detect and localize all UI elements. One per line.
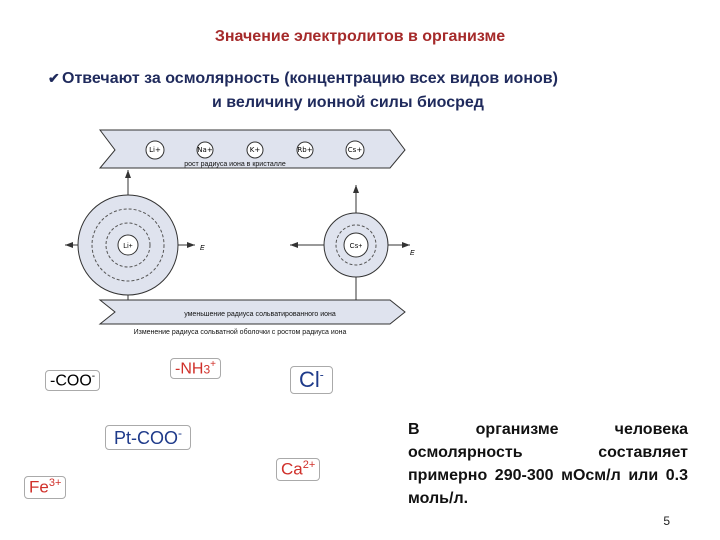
ion-coo: -COO- (45, 370, 101, 392)
top-ion-row: Li+ Na+ K+ Rb+ Cs+ (145, 140, 365, 160)
ion-cl-text: Cl (299, 367, 320, 392)
slide-title: Значение электролитов в организме (214, 28, 506, 45)
ion-li-label: Li+ (149, 146, 161, 154)
right-solvated-ion: Cs+ E (290, 185, 415, 310)
ion-cs-label: Cs+ (348, 146, 363, 154)
ion-coo-charge: - (91, 371, 96, 382)
right-e-label: E (410, 250, 415, 257)
ion-na-label: Na+ (197, 146, 213, 154)
ion-ca-text: Ca (281, 459, 303, 479)
left-solvated-ion: Li+ E (65, 170, 205, 310)
ion-fe-charge: 3+ (48, 477, 62, 489)
ion-nh3: -NH3+ (170, 358, 221, 380)
bullet-line-1: Отвечают за осмолярность (концентрацию в… (62, 70, 558, 87)
ion-ca-charge: 2+ (302, 459, 316, 471)
bullet-line-2: и величину ионной силы биосред (212, 94, 484, 111)
ion-ptcoo-text: Pt-COO (114, 428, 179, 448)
left-e-label: E (200, 245, 205, 252)
left-center-ion-label: Li+ (123, 243, 133, 250)
bottom-arrow-caption: уменьшение радиуса сольватированного ион… (184, 311, 336, 318)
page-number: 5 (663, 514, 670, 528)
ion-k-label: K+ (250, 146, 261, 154)
ion-fe: Fe3+ (24, 476, 67, 499)
osmolarity-text: В организме человека осмолярность состав… (408, 421, 688, 507)
ion-cl: Cl- (290, 366, 333, 394)
ion-nh3-sub: 3 (203, 362, 211, 377)
ion-coo-text: -COO (50, 372, 92, 390)
figure-caption: Изменение радиуса сольватной оболочки с … (134, 328, 347, 336)
ion-nh3-charge: + (210, 359, 216, 370)
ion-fe-text: Fe (29, 477, 49, 497)
bullet-point: ✔Отвечают за осмолярность (концентрацию … (48, 66, 688, 115)
checkmark-icon: ✔ (48, 70, 60, 86)
ion-ptcoo-charge: - (178, 426, 183, 440)
solvation-diagram: Li+ Na+ K+ Rb+ Cs+ рост радиуса иона в к… (65, 129, 415, 336)
top-caption: рост радиуса иона в кристалле (184, 161, 286, 168)
ion-nh3-text: -NH (175, 360, 204, 378)
ion-cl-charge: - (319, 367, 324, 382)
bottom-arrow (98, 299, 406, 325)
ion-ptcoo: Pt-COO- (105, 425, 192, 450)
ion-ca: Ca2+ (276, 458, 321, 481)
ion-rb-label: Rb+ (297, 146, 312, 154)
right-center-ion-label: Cs+ (350, 243, 363, 250)
